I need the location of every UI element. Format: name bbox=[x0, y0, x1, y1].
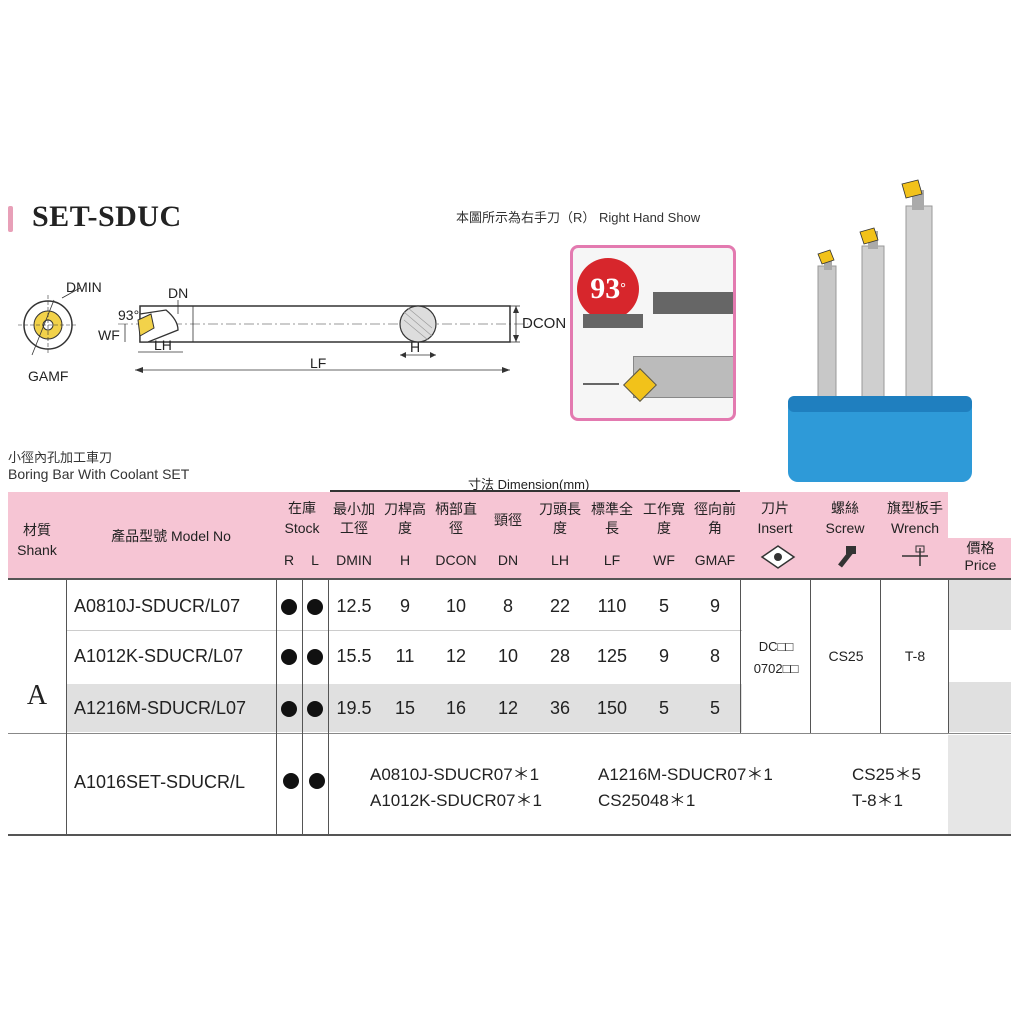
set-item: T-8＊1 bbox=[852, 791, 904, 810]
angle-badge: 93° bbox=[577, 258, 639, 320]
set-model: A1016SET-SDUCR/L bbox=[74, 772, 246, 792]
set-item: A0810J-SDUCR07＊1 bbox=[370, 765, 540, 784]
label-h: H bbox=[410, 339, 420, 355]
wrench-icon bbox=[902, 545, 928, 566]
subtitle-en: Boring Bar With Coolant SET bbox=[8, 466, 190, 482]
price-header-notch bbox=[948, 492, 1011, 538]
page-title: SET-SDUC bbox=[32, 200, 182, 233]
set-stock-l-dot bbox=[309, 772, 325, 789]
insert-spec: DC□□ 0702□□ bbox=[753, 639, 799, 676]
label-wf: WF bbox=[98, 327, 120, 343]
stock-l-dot bbox=[307, 599, 323, 616]
workpiece-shape bbox=[653, 292, 733, 314]
label-dn: DN bbox=[168, 285, 188, 301]
set-stock-r-dot bbox=[283, 772, 299, 789]
boring-bar-diagram: DMIN DN 93° WF LH LF H DCON GAMF bbox=[18, 279, 566, 384]
shank-value: A bbox=[26, 680, 48, 711]
insert-icon bbox=[760, 545, 796, 569]
set-item: CS25＊5 bbox=[852, 765, 921, 784]
label-lh: LH bbox=[154, 337, 172, 353]
set-item: A1012K-SDUCR07＊1 bbox=[370, 791, 542, 810]
stock-r-dot bbox=[281, 701, 297, 718]
screw-spec: CS25 bbox=[828, 648, 864, 664]
label-lf: LF bbox=[310, 355, 326, 371]
set-item: A1216M-SDUCR07＊1 bbox=[598, 765, 773, 784]
stock-r-dot bbox=[281, 649, 297, 666]
label-gamf: GAMF bbox=[28, 368, 68, 384]
product-photo bbox=[788, 179, 972, 482]
workpiece-step bbox=[583, 314, 643, 328]
label-dcon: DCON bbox=[522, 315, 566, 332]
table-row: A1216M-SDUCR/L07 19.5 15 16 12 36 150 5 … bbox=[66, 684, 742, 732]
table-row: A1012K-SDUCR/L07 15.5 11 12 10 28 125 9 … bbox=[66, 632, 742, 680]
dimension-line bbox=[330, 490, 740, 492]
dimension-header: 寸法 Dimension(mm) bbox=[468, 477, 590, 492]
label-dmin: DMIN bbox=[66, 279, 102, 295]
table-row: A0810J-SDUCR/L07 12.5 9 10 8 22 110 5 9 bbox=[66, 582, 742, 630]
stock-l-dot bbox=[307, 701, 323, 718]
stock-r-dot bbox=[281, 599, 297, 616]
stock-l-dot bbox=[307, 649, 323, 666]
screw-icon bbox=[838, 546, 856, 568]
wrench-spec: T-8 bbox=[904, 648, 926, 664]
label-angle: 93° bbox=[118, 307, 139, 323]
title-accent-bar bbox=[8, 206, 13, 232]
set-item: CS25048＊1 bbox=[598, 791, 696, 810]
subtitle-cn: 小徑內孔加工車刀 bbox=[8, 450, 113, 465]
workpiece-line bbox=[583, 383, 619, 385]
right-hand-note: 本圖所示為右手刀（R） Right Hand Show bbox=[456, 210, 701, 225]
angle-inset: 93° bbox=[570, 245, 736, 421]
